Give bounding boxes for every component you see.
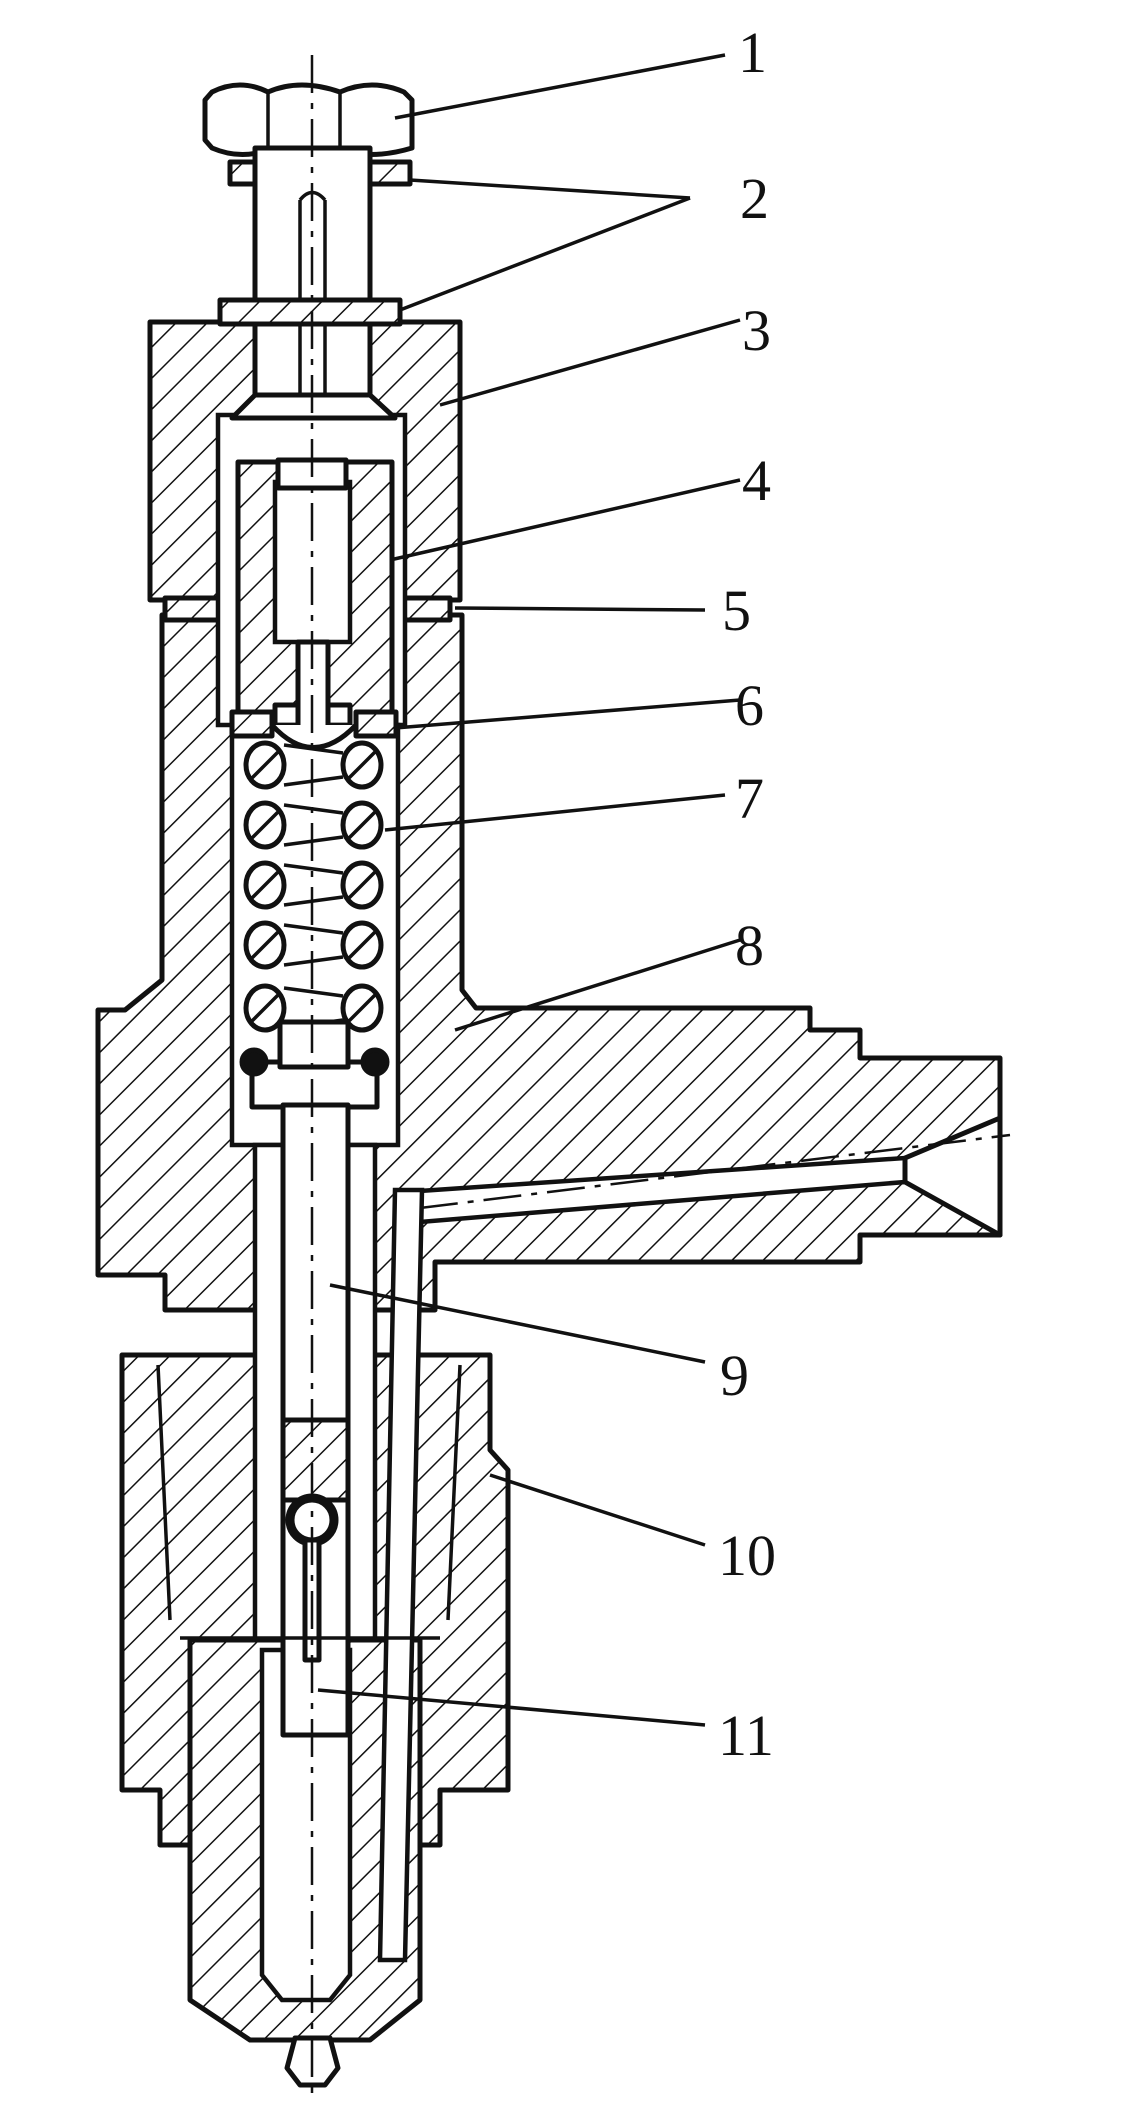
adjusting-screw-head [202, 82, 415, 158]
callout-1: 1 [738, 20, 767, 85]
callout-10: 10 [718, 1523, 776, 1588]
inlet-centerline [419, 1133, 1011, 1210]
callout-7: 7 [735, 766, 764, 831]
pressure-spring [243, 740, 384, 1033]
callout-3: 3 [742, 298, 771, 363]
callout-6: 6 [735, 673, 764, 738]
callout-labels: 1 2 3 4 5 6 7 8 9 10 11 [718, 20, 776, 1768]
callout-11: 11 [718, 1703, 774, 1768]
leader-lines [317, 53, 741, 1727]
callout-8: 8 [735, 913, 764, 978]
washer-2-lower [217, 297, 403, 327]
delivery-passage [377, 1187, 425, 1963]
callout-5: 5 [722, 578, 751, 643]
inlet-cone [902, 1115, 1003, 1238]
callout-2: 2 [740, 166, 769, 231]
callout-9: 9 [720, 1343, 749, 1408]
spring-seat-washer [229, 709, 275, 739]
callout-4: 4 [742, 448, 771, 513]
